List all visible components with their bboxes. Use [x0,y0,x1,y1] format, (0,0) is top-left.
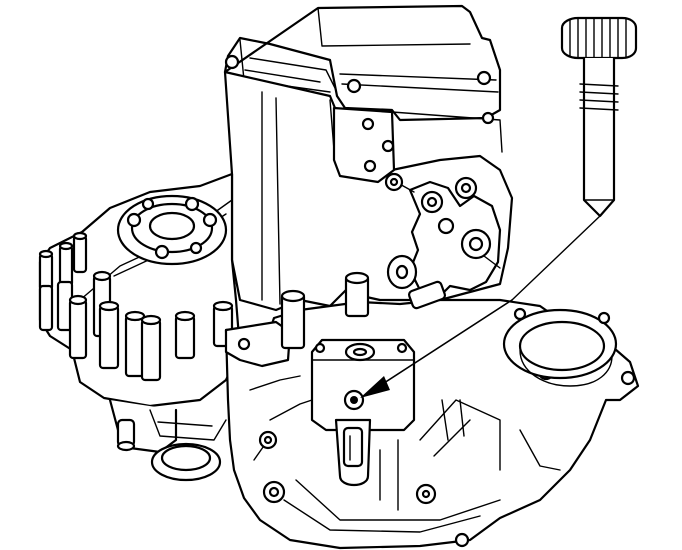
top-cover [223,4,502,122]
bolt-studs [38,231,234,382]
ring-flange [502,307,618,387]
sensor-boss [310,338,416,487]
drive-flange [116,194,228,266]
knurled-bolt [560,16,638,218]
leader-arrow [360,215,601,398]
gear-shift-linkage [384,172,502,310]
gearbox-housing [38,4,640,550]
